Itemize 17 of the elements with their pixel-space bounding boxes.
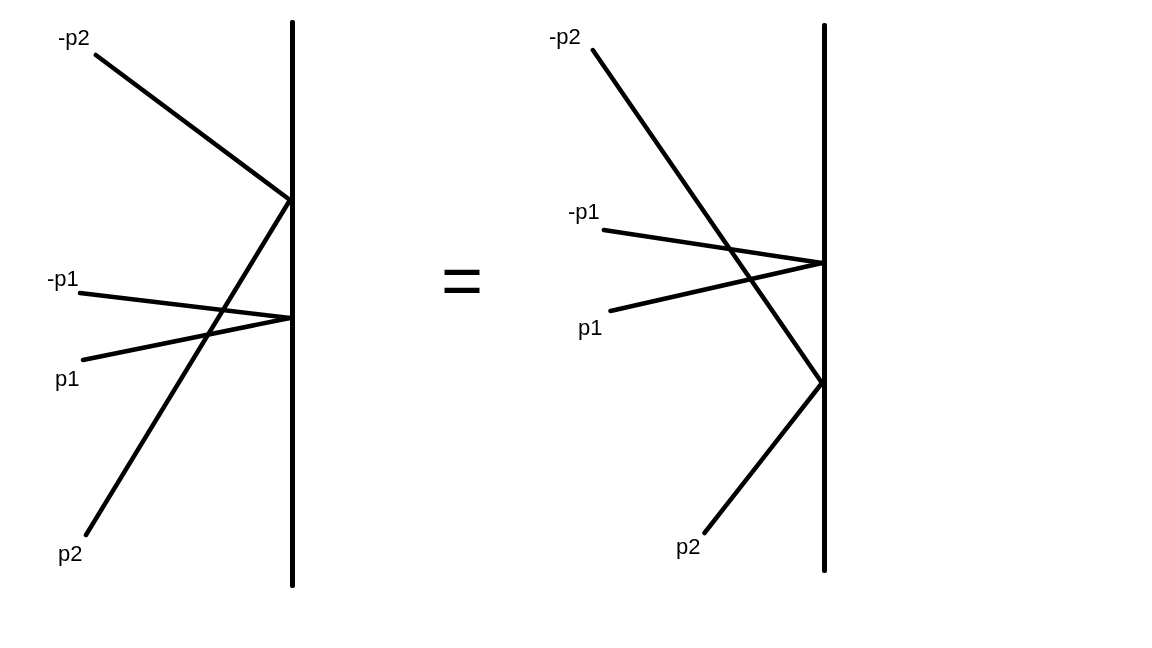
vertical-line xyxy=(290,20,295,588)
connector-line xyxy=(80,315,293,363)
vertical-line xyxy=(822,23,827,573)
momentum-label: p2 xyxy=(672,533,705,561)
momentum-label: -p2 xyxy=(54,24,96,55)
momentum-label: p2 xyxy=(54,535,87,568)
equals-sign: = xyxy=(441,244,484,316)
connector-line xyxy=(702,380,825,536)
connector-line xyxy=(83,197,293,538)
momentum-label: -p1 xyxy=(564,198,604,230)
momentum-label: p1 xyxy=(51,360,84,393)
connector-line xyxy=(93,52,293,203)
momentum-label: p1 xyxy=(574,311,611,342)
connector-line xyxy=(608,260,825,314)
momentum-label: -p1 xyxy=(43,265,83,293)
momentum-label: -p2 xyxy=(545,23,593,51)
connector-line xyxy=(590,47,825,386)
